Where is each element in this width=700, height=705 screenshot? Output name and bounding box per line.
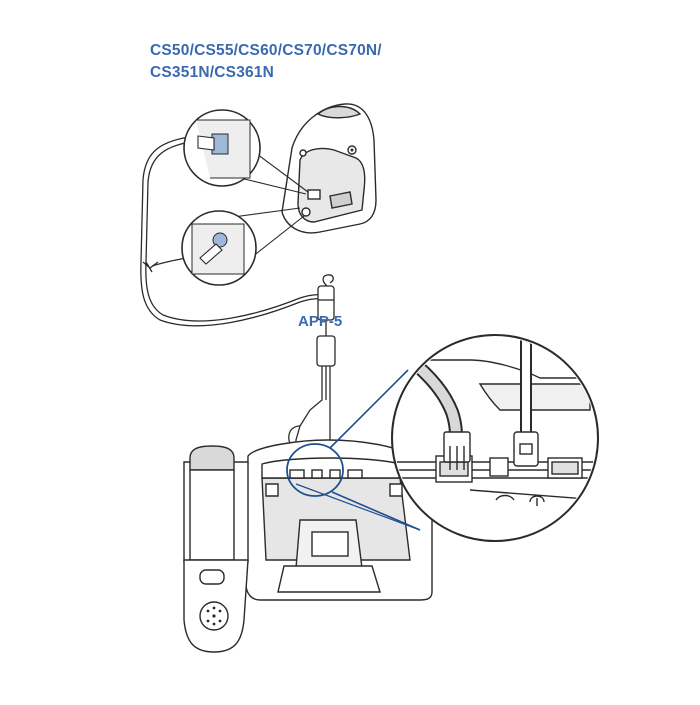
desk-phone-stand-plate	[311, 531, 349, 557]
desk-phone	[245, 439, 433, 601]
handset-port-symbol	[495, 494, 515, 501]
desk-phone-clip-right	[389, 483, 403, 497]
base-rear-recess	[329, 191, 353, 209]
handset-earpiece-top	[189, 445, 235, 471]
phone-handset	[183, 445, 249, 653]
handset-upper-shell	[189, 469, 235, 561]
desk-phone-clip-left	[265, 483, 279, 497]
power-socket	[212, 232, 228, 248]
handset-speaker-holes	[206, 606, 222, 626]
callout-telephone-jack	[183, 109, 309, 195]
indicator-light-dot	[350, 148, 354, 152]
mag-upper-ledge	[478, 383, 591, 411]
base-station-top-shade	[316, 105, 362, 119]
handset-button	[199, 569, 225, 585]
model-list-line-1: CS50/CS55/CS60/CS70/CS70N/	[150, 42, 382, 59]
callout-power-jack	[181, 207, 305, 286]
model-list-line-2: CS351N/CS361N	[150, 64, 275, 81]
cord-junction	[142, 261, 159, 273]
mag-plug-right-latch	[519, 443, 533, 455]
power-plug-icon	[199, 243, 223, 265]
desk-phone-base-lip	[277, 565, 381, 593]
callout-blue-leader-top	[329, 369, 409, 449]
desk-phone-rear-ports	[289, 469, 363, 479]
mag-port-3-inner	[551, 461, 579, 475]
screw-detail	[299, 149, 307, 157]
magnified-port-detail	[394, 337, 596, 506]
headset-base-station	[281, 103, 377, 234]
callout-blue-leader-bottom	[331, 491, 421, 531]
adapter-label: APP-5	[298, 313, 343, 330]
adapter-body	[316, 335, 336, 367]
base-power-jack	[301, 207, 311, 217]
left-cord-inner	[145, 140, 329, 322]
left-cord	[140, 135, 329, 327]
port-highlight-ellipse	[286, 443, 344, 497]
mag-port-2	[489, 457, 509, 477]
headset-port-symbol	[529, 495, 545, 503]
base-telephone-port	[307, 189, 321, 200]
callout-blue-leader-3	[295, 483, 421, 531]
rj-plug-icon	[197, 135, 215, 151]
